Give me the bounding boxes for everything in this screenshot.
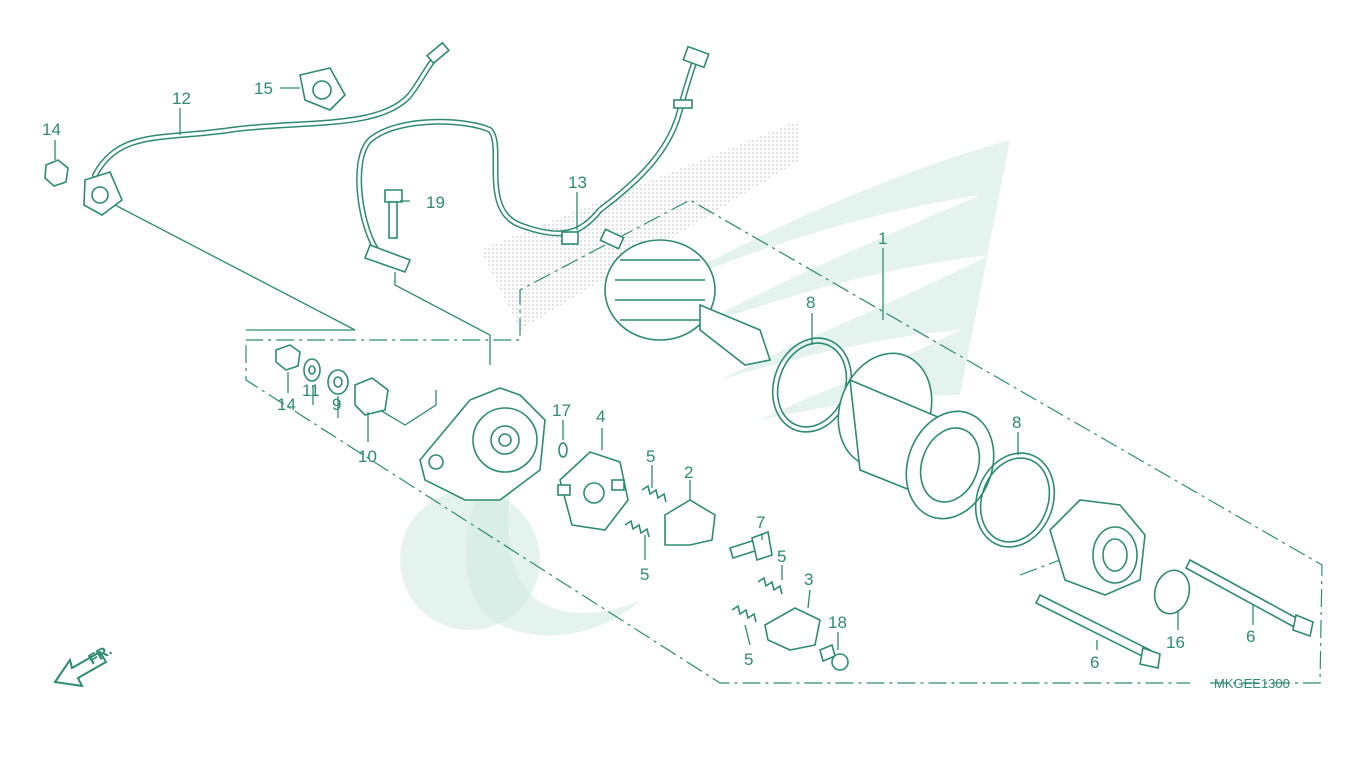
cable-12 — [83, 41, 451, 216]
callout-14a: 14 — [42, 120, 61, 139]
bolt-19 — [384, 189, 403, 239]
leader-lines — [54, 87, 1254, 650]
callout-13: 13 — [568, 173, 587, 192]
front-direction-arrow: FR. — [53, 642, 115, 688]
assembly-outline — [114, 199, 1323, 684]
callout-14b: 14 — [277, 395, 296, 414]
callout-7: 7 — [756, 513, 765, 532]
callout-6a: 6 — [1246, 627, 1255, 646]
callout-5d: 5 — [744, 650, 753, 669]
diagram-code: MKGEE1300 — [1214, 676, 1290, 691]
callout-11: 11 — [302, 381, 320, 400]
callout-12: 12 — [172, 89, 191, 108]
terminal-bolt-7 — [729, 530, 773, 562]
callout-3: 3 — [804, 570, 813, 589]
callout-6b: 6 — [1090, 653, 1099, 672]
callout-8b: 8 — [1012, 413, 1021, 432]
callout-5b: 5 — [640, 565, 649, 584]
brush-2 — [664, 499, 716, 546]
callout-5a: 5 — [646, 447, 655, 466]
callout-4: 4 — [596, 407, 605, 426]
motor-case — [837, 352, 995, 520]
callout-5c: 5 — [777, 547, 786, 566]
front-cover — [419, 387, 546, 501]
callout-10: 10 — [358, 447, 377, 466]
bolts-6 — [1034, 558, 1314, 669]
terminal-parts — [275, 344, 389, 416]
nut-14-top — [44, 159, 69, 187]
callout-17: 17 — [552, 401, 571, 420]
o-ring-16 — [1153, 569, 1191, 615]
callout-1: 1 — [878, 229, 887, 248]
cable-13 — [356, 45, 710, 274]
callout-9: 9 — [332, 395, 341, 414]
shading-dots — [480, 120, 800, 330]
callout-16: 16 — [1166, 633, 1185, 652]
washer-17 — [558, 442, 568, 458]
callout-19: 19 — [426, 193, 445, 212]
callout-2: 2 — [684, 463, 693, 482]
callout-15: 15 — [254, 79, 273, 98]
clamp-15 — [299, 67, 346, 111]
brush-holder-4 — [557, 451, 629, 531]
callouts: 1 2 3 4 5 5 5 5 6 6 7 8 8 9 10 11 12 13 … — [42, 79, 1255, 672]
callout-8a: 8 — [806, 293, 815, 312]
armature — [599, 228, 772, 366]
direction-label: FR. — [86, 642, 115, 669]
brush-3 — [764, 607, 821, 651]
springs-5 — [624, 484, 783, 623]
screw-18 — [819, 643, 849, 671]
o-ring-8-lower — [974, 452, 1056, 548]
callout-18: 18 — [828, 613, 847, 632]
rear-cover — [1049, 499, 1146, 596]
